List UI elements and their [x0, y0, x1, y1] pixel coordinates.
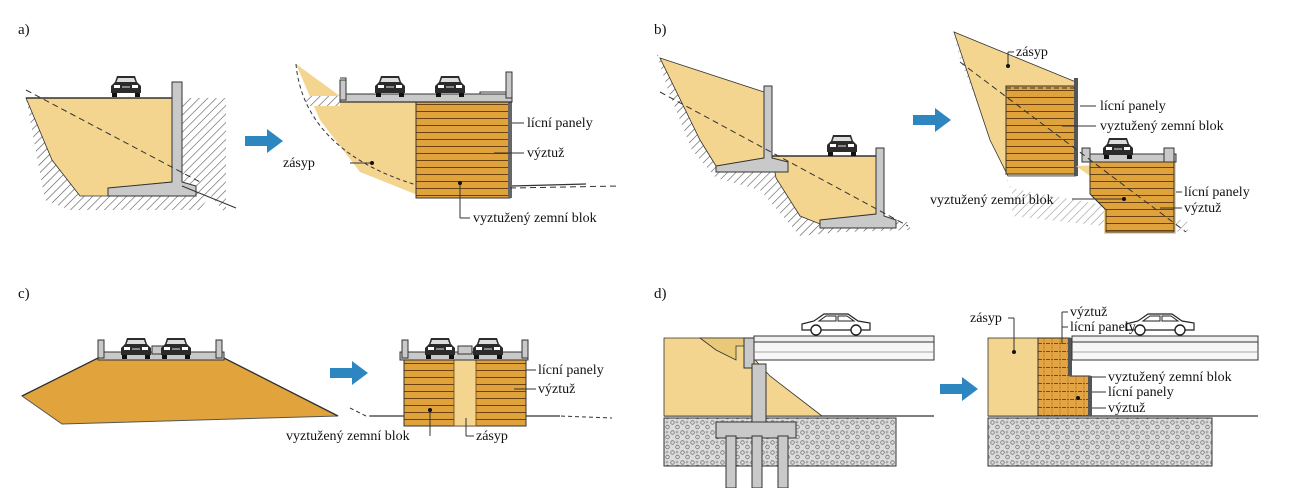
label-vyztuzeny-blok-2: vyztužený zemní blok — [930, 193, 1054, 208]
label-vyztuz: výztuž — [527, 146, 564, 161]
panel-c: c) — [18, 286, 613, 444]
label-licni-panely-2: lícní panely — [1184, 185, 1250, 200]
label-licni-panely-2: lícní panely — [1108, 385, 1174, 400]
car-icon — [1125, 313, 1195, 336]
panel-b-before — [656, 52, 910, 236]
label-zasyp: zásyp — [283, 156, 315, 171]
label-licni-panely-1: lícní panely — [1070, 320, 1136, 335]
arrow-right-icon — [913, 108, 951, 132]
panel-a-before — [25, 76, 237, 214]
label-vyztuzeny-blok-1: vyztužený zemní blok — [1100, 119, 1224, 134]
label-licni-panely: lícní panely — [538, 363, 604, 378]
panel-b: b) — [654, 22, 1250, 236]
arrow-right-icon — [330, 361, 368, 385]
label-vyztuz: výztuž — [1184, 201, 1221, 216]
panel-c-before — [21, 338, 339, 425]
panel-a: a) — [18, 22, 621, 226]
label-vyztuzeny-blok: vyztužený zemní blok — [473, 211, 597, 226]
panel-c-letter: c) — [18, 286, 30, 302]
panel-a-after: lícní panely výztuž zásyp vyztužený zemn… — [283, 63, 621, 226]
panel-d: d) — [654, 286, 1259, 489]
car-icon — [827, 135, 857, 156]
arrow-right-icon — [940, 377, 978, 401]
panel-d-before — [663, 313, 935, 489]
car-icon — [111, 76, 141, 97]
label-licni-panely-1: lícní panely — [1100, 99, 1166, 114]
panel-b-after: zásyp lícní panely vyztužený zemní blok … — [930, 30, 1250, 234]
panel-d-letter: d) — [654, 286, 667, 302]
label-vyztuz: výztuž — [538, 382, 575, 397]
label-zasyp: zásyp — [476, 429, 508, 444]
label-vyztuz-2: výztuž — [1108, 401, 1145, 416]
panel-d-after: zásyp výztuž lícní panely vyztužený zemn… — [970, 305, 1259, 467]
label-zasyp: zásyp — [1016, 45, 1048, 60]
car-icon — [801, 313, 871, 336]
panel-c-after: lícní panely výztuž vyztužený zemní blok… — [286, 338, 613, 444]
panel-b-letter: b) — [654, 22, 667, 38]
panel-a-letter: a) — [18, 22, 30, 38]
label-licni-panely: lícní panely — [527, 116, 593, 131]
label-vyztuz-1: výztuž — [1070, 305, 1107, 320]
label-vyztuzeny-blok: vyztužený zemní blok — [1108, 370, 1232, 385]
label-zasyp: zásyp — [970, 311, 1002, 326]
label-vyztuzeny-blok: vyztužený zemní blok — [286, 429, 410, 444]
arrow-right-icon — [245, 129, 283, 153]
